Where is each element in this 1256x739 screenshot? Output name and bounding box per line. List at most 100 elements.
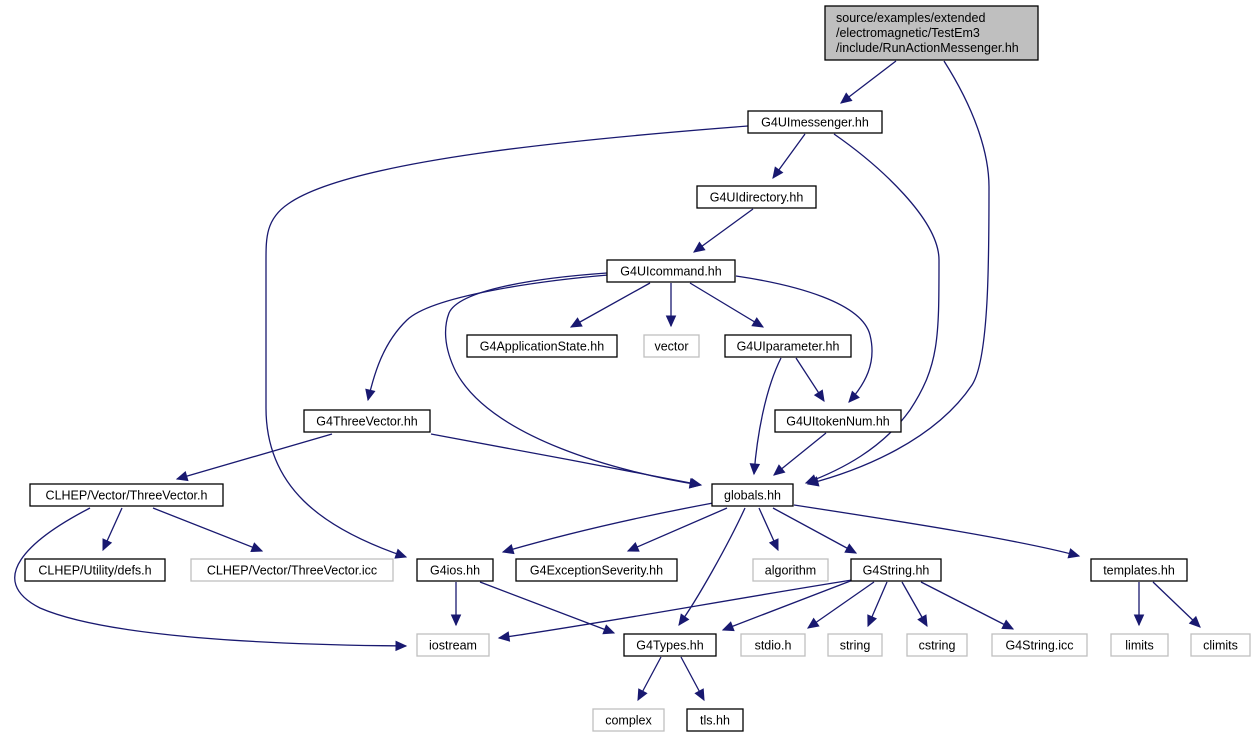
node-label: G4UIdirectory.hh — [710, 191, 804, 205]
node-label: string — [840, 639, 871, 653]
arrow-head — [175, 471, 189, 482]
edge-templates-to-limits — [1133, 582, 1145, 627]
node-label: G4UItokenNum.hh — [786, 415, 890, 429]
node-box — [592, 708, 665, 732]
node-label: G4ExceptionSeverity.hh — [530, 564, 663, 578]
edge-line — [14, 507, 407, 647]
edge-globals-to-templates — [793, 504, 1081, 559]
edge-line — [570, 282, 651, 328]
edge-line — [678, 507, 746, 626]
edge-line — [176, 433, 333, 480]
arrow-head — [501, 543, 515, 555]
node-root-file: source/examples/extended/electromagnetic… — [824, 5, 1039, 61]
edge-g4ios-to-iostream — [450, 582, 462, 627]
node-appstate[interactable]: G4ApplicationState.hh — [466, 334, 618, 358]
arrow-head — [1133, 614, 1145, 627]
arrow-head — [917, 614, 928, 628]
edge-line — [735, 275, 873, 403]
edge-line — [840, 60, 897, 104]
arrow-head — [665, 315, 677, 328]
arrow-head — [840, 92, 853, 104]
edge-uiparameter-to-globals — [749, 357, 782, 476]
node-stdio: stdio.h — [740, 633, 806, 657]
node-uimessenger[interactable]: G4UImessenger.hh — [747, 110, 883, 134]
node-box — [416, 633, 490, 657]
node-box — [29, 483, 224, 507]
node-box — [774, 409, 902, 433]
edge-uicommand-to-globals — [444, 272, 702, 489]
node-clhep3v[interactable]: CLHEP/Vector/ThreeVector.h — [29, 483, 224, 507]
node-label: G4String.hh — [863, 564, 930, 578]
edge-g4ios-to-g4types — [479, 581, 616, 635]
edge-clhep3v-to-clhep3vicc — [152, 507, 264, 553]
node-uiparameter[interactable]: G4UIparameter.hh — [724, 334, 852, 358]
edge-root-to-uimessenger — [840, 60, 897, 104]
node-label: climits — [1203, 639, 1238, 653]
arrow-head — [102, 538, 113, 552]
node-label: G4UImessenger.hh — [761, 116, 869, 130]
node-label: G4String.icc — [1005, 639, 1073, 653]
node-g4string[interactable]: G4String.hh — [850, 558, 942, 582]
arrow-head — [844, 543, 858, 554]
node-box — [827, 633, 883, 657]
node-climits: climits — [1190, 633, 1251, 657]
node-box — [643, 334, 700, 358]
edge-line — [444, 272, 701, 486]
node-defs[interactable]: CLHEP/Utility/defs.h — [24, 558, 166, 582]
arrow-head — [693, 241, 706, 253]
arrow-head — [569, 317, 583, 328]
arrow-head — [804, 474, 818, 485]
node-label: CLHEP/Utility/defs.h — [38, 564, 151, 578]
edge-uiparameter-to-uitokennum — [795, 357, 825, 403]
node-label: CLHEP/Vector/ThreeVector.icc — [207, 564, 377, 578]
node-box — [696, 185, 817, 209]
node-box — [850, 558, 942, 582]
node-uidirectory[interactable]: G4UIdirectory.hh — [696, 185, 817, 209]
arrow-head — [1188, 615, 1201, 628]
edge-line — [1152, 581, 1201, 628]
node-g4ios[interactable]: G4ios.hh — [416, 558, 494, 582]
edge-g4string-to-stdio — [807, 581, 875, 629]
edge-line — [807, 581, 875, 629]
node-g4types[interactable]: G4Types.hh — [623, 633, 717, 657]
node-box — [747, 110, 883, 134]
node-label-line: /include/RunActionMessenger.hh — [836, 41, 1019, 55]
node-label: G4UIcommand.hh — [620, 265, 721, 279]
node-label: globals.hh — [724, 489, 781, 503]
edge-templates-to-climits — [1152, 581, 1201, 628]
edge-uimessenger-to-globals — [804, 133, 940, 485]
node-label: G4Types.hh — [636, 639, 703, 653]
arrow-head — [395, 640, 408, 652]
node-g4stringicc: G4String.icc — [991, 633, 1088, 657]
node-templates[interactable]: templates.hh — [1090, 558, 1188, 582]
edge-line — [793, 504, 1080, 557]
arrow-head — [749, 463, 761, 476]
node-box — [824, 5, 1039, 61]
node-globals[interactable]: globals.hh — [711, 483, 794, 507]
node-uitokennum[interactable]: G4UItokenNum.hh — [774, 409, 902, 433]
node-box — [1190, 633, 1251, 657]
node-label: iostream — [429, 639, 477, 653]
arrow-head — [689, 477, 703, 489]
edge-uimessenger-to-uidirectory — [772, 133, 806, 179]
node-label-line: source/examples/extended — [836, 11, 985, 25]
node-label-line: /electromagnetic/TestEm3 — [836, 26, 980, 40]
node-string: string — [827, 633, 883, 657]
node-label: G4ios.hh — [430, 564, 480, 578]
node-tls[interactable]: tls.hh — [686, 708, 744, 732]
edge-line — [753, 357, 782, 475]
edge-line — [627, 507, 728, 552]
edge-uicommand-to-threevector — [365, 274, 609, 402]
edge-line — [367, 274, 609, 401]
arrow-head — [768, 538, 779, 552]
node-label: G4ThreeVector.hh — [316, 415, 418, 429]
node-excsev[interactable]: G4ExceptionSeverity.hh — [515, 558, 678, 582]
node-box — [906, 633, 968, 657]
node-label: cstring — [919, 639, 956, 653]
node-uicommand[interactable]: G4UIcommand.hh — [606, 259, 736, 283]
edge-line — [479, 581, 615, 634]
edge-globals-to-g4string — [772, 507, 858, 554]
node-box — [711, 483, 794, 507]
node-threevector[interactable]: G4ThreeVector.hh — [303, 409, 431, 433]
